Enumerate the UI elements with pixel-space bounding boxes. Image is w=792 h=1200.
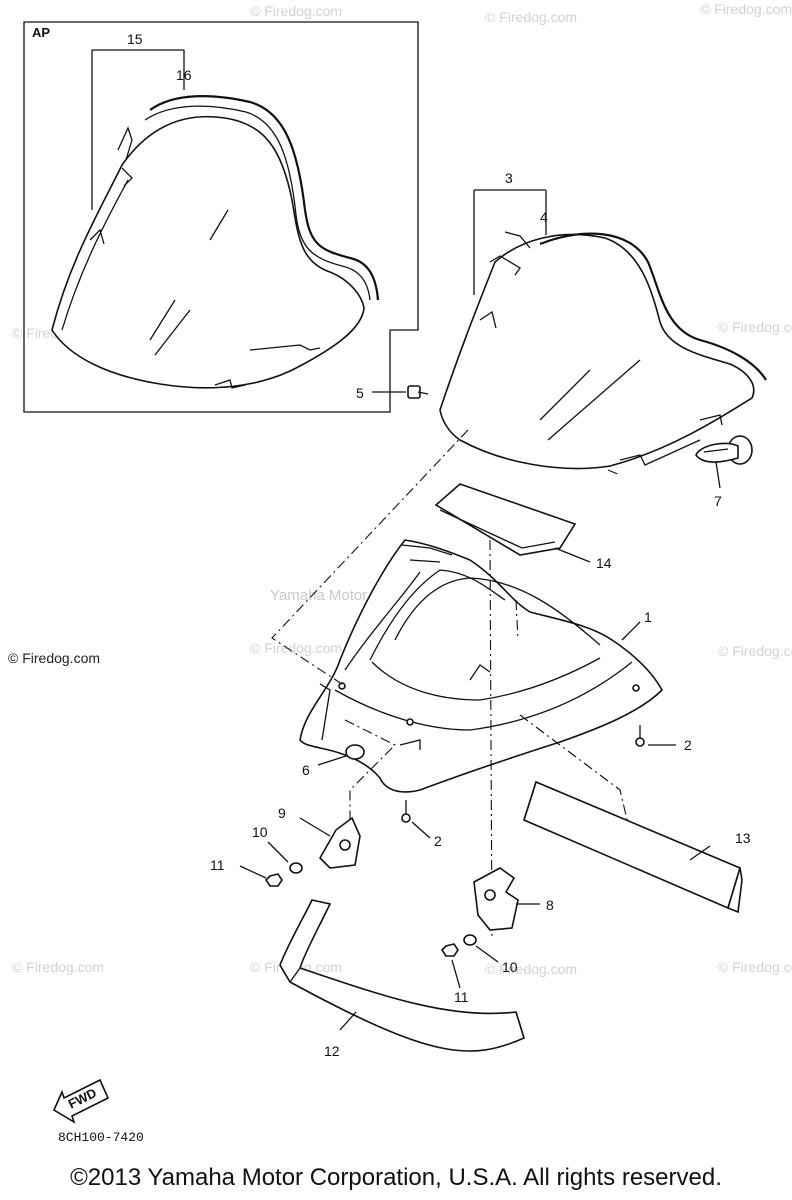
copyright-notice: ©2013 Yamaha Motor Corporation, U.S.A. A… <box>70 1164 722 1191</box>
callout-13: 13 <box>735 830 751 846</box>
diagram-code: 8CH100-7420 <box>58 1130 144 1145</box>
watermark: © Firedog.com <box>485 9 577 25</box>
windshield <box>439 233 755 470</box>
bracket-9: 9 <box>278 805 361 869</box>
watermark: © Firedog.com <box>12 959 104 975</box>
front-cowl: 1 <box>299 539 663 793</box>
callout-10-right: 10 <box>502 959 518 975</box>
windshield-assembly: 3 4 <box>439 170 767 470</box>
watermark-layer: © Firedog.com © Firedog.com © Firedog.co… <box>12 1 792 977</box>
callout-9: 9 <box>278 805 286 821</box>
watermark: © Firedog.com <box>250 640 342 656</box>
screw-2-right: 2 <box>635 725 692 753</box>
callout-2-right: 2 <box>684 737 692 753</box>
firedog-credit: © Firedog.com <box>8 650 101 666</box>
callout-14: 14 <box>596 555 612 571</box>
callout-5: 5 <box>356 385 364 401</box>
callout-1: 1 <box>644 609 652 625</box>
knob-7: 7 <box>695 435 753 509</box>
nut-11-left: 11 <box>210 857 283 887</box>
callout-8: 8 <box>546 897 554 913</box>
screw-2-center: 2 <box>401 800 442 849</box>
inset-label: AP <box>32 25 50 40</box>
seal-strip-12: 12 <box>279 899 525 1059</box>
fwd-arrow: FWD <box>52 1078 110 1124</box>
callout-11-right: 11 <box>454 989 469 1005</box>
washer-10-left: 10 <box>252 824 303 874</box>
assembly-guides <box>271 429 631 941</box>
callout-15: 15 <box>127 31 143 47</box>
callout-16: 16 <box>176 67 192 83</box>
callout-4: 4 <box>540 209 548 225</box>
callout-3: 3 <box>505 170 513 186</box>
callout-12: 12 <box>324 1043 340 1059</box>
callout-10-left: 10 <box>252 824 268 840</box>
inset-box: AP 15 16 <box>23 21 419 413</box>
washer-10-right: 10 <box>463 934 518 975</box>
inset-trim <box>149 95 380 301</box>
watermark: © Firedog.com <box>485 961 577 977</box>
grommet-6: 6 <box>302 744 365 778</box>
pad-14: 14 <box>434 483 612 571</box>
callout-7: 7 <box>714 493 722 509</box>
callout-6: 6 <box>302 762 310 778</box>
watermark: © Firedog.com <box>718 643 792 659</box>
watermark: © Firedog.com <box>250 3 342 19</box>
windshield-trim <box>539 232 767 381</box>
watermark: © Firedog.com <box>718 319 792 335</box>
watermark: © Firedog.com <box>718 959 792 975</box>
watermark: © Firedog.com <box>700 1 792 17</box>
foam-block-13: 13 <box>523 780 751 914</box>
nut-11-right: 11 <box>440 943 469 1005</box>
callout-2-center: 2 <box>434 833 442 849</box>
bracket-8: 8 <box>473 867 554 931</box>
callout-11-left: 11 <box>210 857 225 873</box>
inset-windshield <box>51 115 365 389</box>
bolt-5: 5 <box>356 385 429 401</box>
